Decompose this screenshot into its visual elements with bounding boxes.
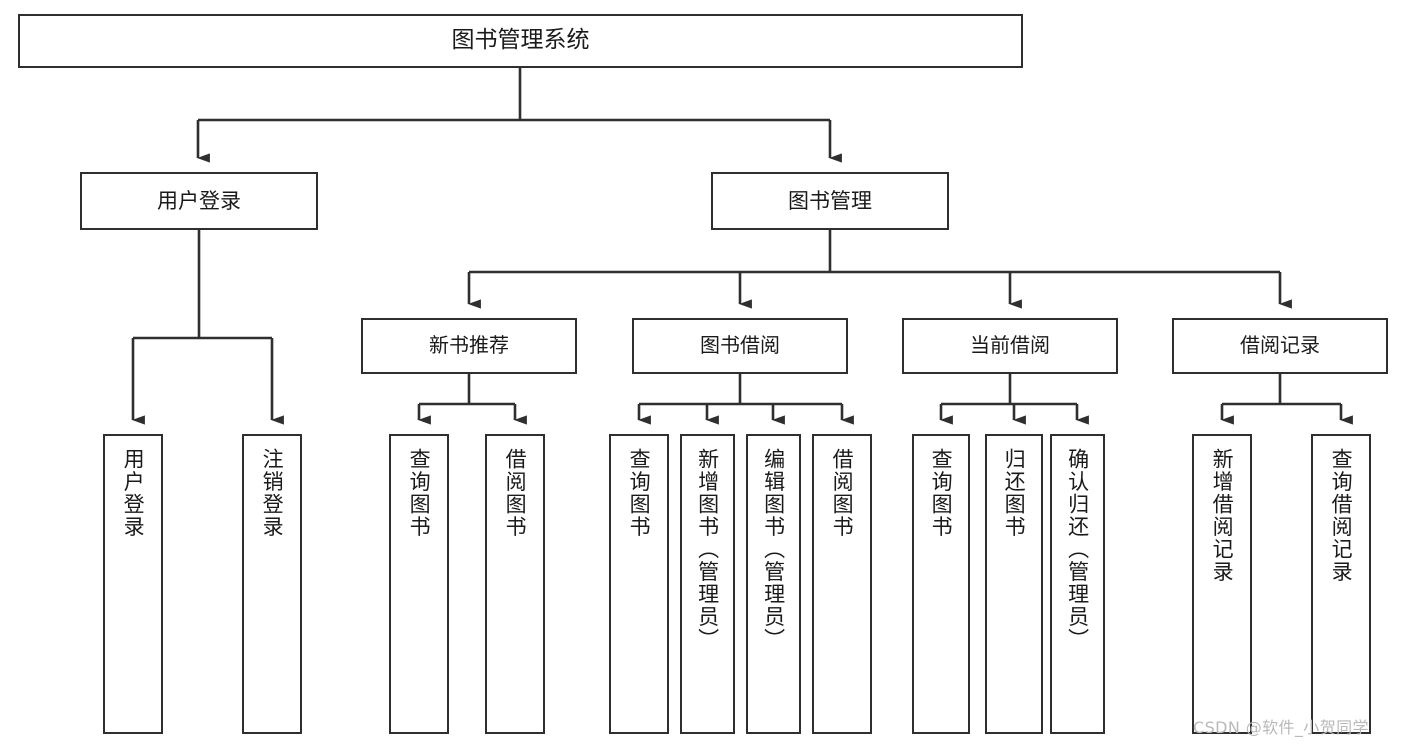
node-current-borrow-label: 当前借阅 xyxy=(970,333,1050,358)
node-leaf-edit-book[interactable]: 编辑图书（管理员） xyxy=(746,434,801,734)
node-current-borrow[interactable]: 当前借阅 xyxy=(902,318,1118,374)
node-user-login-label: 用户登录 xyxy=(157,188,241,213)
node-leaf-query-book-1[interactable]: 查询图书 xyxy=(389,434,449,734)
node-leaf-query-book-3-label: 查询图书 xyxy=(929,448,954,538)
node-book-borrow[interactable]: 图书借阅 xyxy=(632,318,848,374)
node-leaf-borrow-book-1[interactable]: 借阅图书 xyxy=(485,434,545,734)
node-leaf-add-record[interactable]: 新增借阅记录 xyxy=(1192,434,1252,734)
node-new-book-rec[interactable]: 新书推荐 xyxy=(361,318,577,374)
node-root-label: 图书管理系统 xyxy=(451,27,590,54)
node-leaf-edit-book-label: 编辑图书（管理员） xyxy=(761,448,786,651)
node-leaf-return-book-label: 归还图书 xyxy=(1002,448,1027,538)
node-leaf-query-book-3[interactable]: 查询图书 xyxy=(912,434,970,734)
node-leaf-query-book-2-label: 查询图书 xyxy=(627,448,652,538)
node-leaf-borrow-book-2[interactable]: 借阅图书 xyxy=(812,434,872,734)
node-leaf-borrow-book-1-label: 借阅图书 xyxy=(503,448,528,538)
watermark: CSDN @软件_小贺同学 xyxy=(1193,718,1369,737)
node-leaf-user-login-label: 用户登录 xyxy=(121,448,146,538)
node-book-borrow-label: 图书借阅 xyxy=(700,333,780,358)
node-user-login[interactable]: 用户登录 xyxy=(80,172,318,230)
node-leaf-confirm-return-label: 确认归还（管理员） xyxy=(1065,448,1090,651)
node-new-book-rec-label: 新书推荐 xyxy=(429,333,509,358)
node-leaf-user-logout-label: 注销登录 xyxy=(260,448,285,538)
node-leaf-user-logout[interactable]: 注销登录 xyxy=(242,434,302,734)
node-leaf-query-book-2[interactable]: 查询图书 xyxy=(609,434,669,734)
node-leaf-borrow-book-2-label: 借阅图书 xyxy=(830,448,855,538)
node-root[interactable]: 图书管理系统 xyxy=(18,14,1023,68)
node-borrow-record-label: 借阅记录 xyxy=(1240,333,1320,358)
node-leaf-add-book[interactable]: 新增图书（管理员） xyxy=(680,434,735,734)
node-leaf-return-book[interactable]: 归还图书 xyxy=(985,434,1043,734)
node-leaf-confirm-return[interactable]: 确认归还（管理员） xyxy=(1050,434,1105,734)
node-leaf-query-book-1-label: 查询图书 xyxy=(407,448,432,538)
node-book-manage[interactable]: 图书管理 xyxy=(711,172,949,230)
node-leaf-query-record-label: 查询借阅记录 xyxy=(1329,448,1354,583)
node-borrow-record[interactable]: 借阅记录 xyxy=(1172,318,1388,374)
node-leaf-query-record[interactable]: 查询借阅记录 xyxy=(1311,434,1371,734)
node-leaf-add-record-label: 新增借阅记录 xyxy=(1210,448,1235,583)
node-leaf-add-book-label: 新增图书（管理员） xyxy=(695,448,720,651)
node-leaf-user-login[interactable]: 用户登录 xyxy=(103,434,163,734)
node-book-manage-label: 图书管理 xyxy=(788,188,872,213)
